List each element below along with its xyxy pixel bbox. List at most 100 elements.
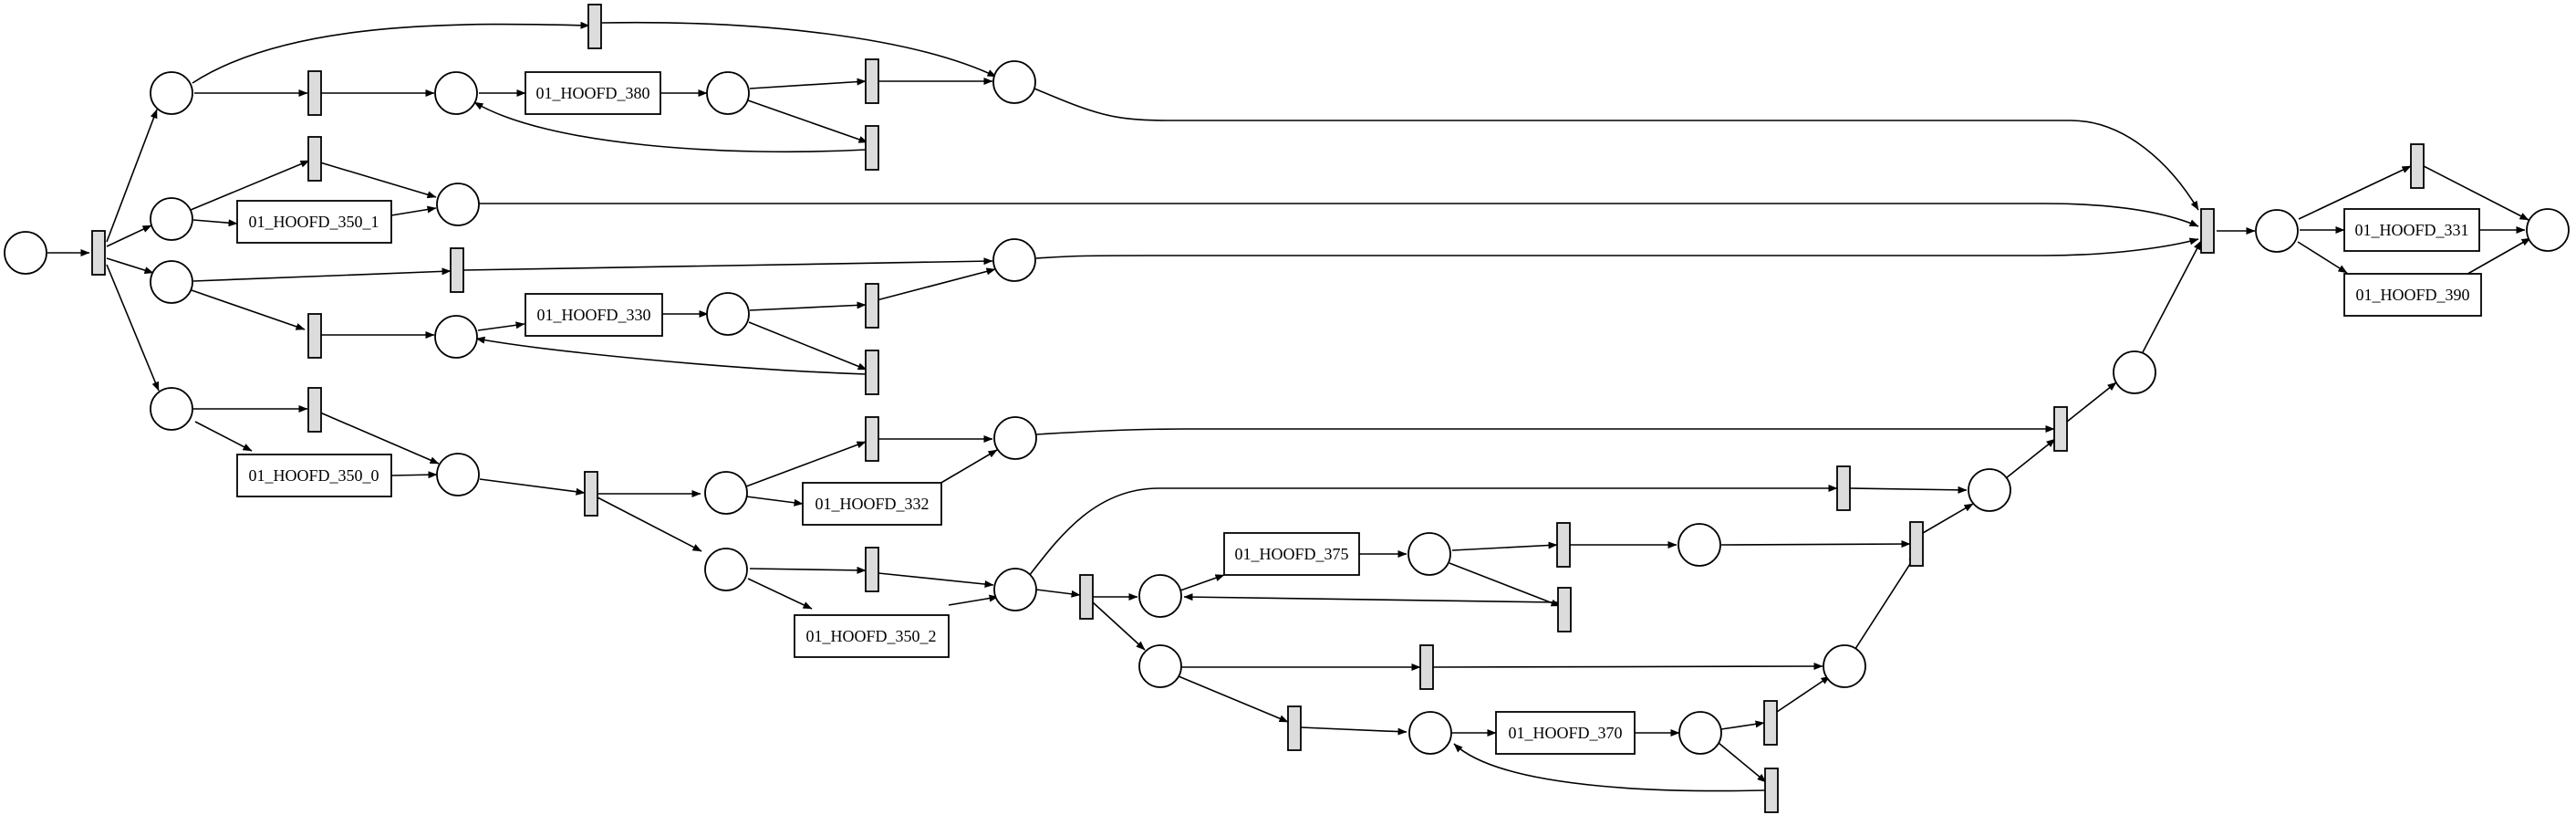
task-label: 01_HOOFD_331 — [2354, 221, 2468, 239]
arc — [1034, 88, 2199, 211]
task-box — [1495, 711, 1636, 755]
place — [434, 315, 478, 359]
end-place — [2526, 208, 2570, 252]
arc — [475, 336, 867, 375]
place — [150, 71, 193, 115]
place — [993, 568, 1037, 611]
task-01-hoofd-332: 01_HOOFD_332 — [802, 482, 942, 526]
silent-transition — [584, 471, 598, 517]
silent-transition — [865, 283, 879, 329]
arc — [747, 578, 813, 610]
task-01-hoofd-331: 01_HOOFD_331 — [2343, 208, 2480, 252]
arc — [2142, 240, 2202, 353]
arc — [319, 162, 437, 199]
place — [1407, 532, 1451, 576]
silent-transition — [1287, 705, 1302, 751]
silent-transition — [450, 247, 464, 293]
silent-transition — [1764, 768, 1779, 813]
place — [2255, 209, 2299, 253]
task-01-hoofd-350-0: 01_HOOFD_350_0 — [236, 454, 392, 497]
task-box — [2343, 273, 2482, 317]
place — [706, 292, 750, 336]
arc — [1028, 485, 1838, 577]
arc — [1720, 720, 1765, 730]
arcs — [47, 21, 2531, 792]
task-box — [1223, 532, 1360, 576]
place — [150, 387, 193, 431]
arc — [479, 478, 586, 496]
silent-transition — [865, 350, 879, 395]
silent-transition — [307, 313, 322, 359]
task-box — [802, 482, 942, 526]
task-01-hoofd-380: 01_HOOFD_380 — [525, 71, 661, 115]
arc — [1300, 726, 1407, 736]
place — [704, 548, 748, 591]
place — [1678, 711, 1722, 755]
silent-transition — [587, 4, 602, 49]
arc — [1718, 742, 1767, 783]
task-box — [525, 71, 661, 115]
task-01-hoofd-330: 01_HOOFD_330 — [525, 293, 663, 337]
arc — [939, 449, 998, 485]
arc — [192, 267, 452, 282]
arc — [601, 21, 997, 78]
arc — [1179, 574, 1225, 591]
task-box — [236, 454, 392, 497]
task-transitions: 01_HOOFD_380 01_HOOFD_350_1 01_HOOFD_330… — [236, 71, 2482, 755]
arc — [1449, 562, 1561, 607]
start-place — [4, 231, 47, 275]
arc — [1183, 593, 1559, 603]
task-box — [525, 293, 663, 337]
arc — [2462, 237, 2531, 277]
place — [1408, 711, 1452, 755]
place — [1968, 468, 2011, 512]
silent-transition — [307, 387, 322, 433]
arc — [745, 441, 867, 487]
arc — [1849, 486, 1968, 494]
task-01-hoofd-375: 01_HOOFD_375 — [1223, 532, 1360, 576]
arc — [597, 496, 702, 552]
silent-transitions — [91, 4, 2425, 813]
task-label: 01_HOOFD_332 — [815, 495, 929, 513]
arc — [1035, 589, 1081, 598]
arc — [2005, 438, 2056, 479]
silent-transition — [1763, 700, 1778, 746]
task-label: 01_HOOFD_330 — [536, 306, 650, 324]
silent-transition — [865, 547, 879, 592]
silent-transition — [865, 125, 879, 171]
arc — [2066, 381, 2117, 423]
silent-transition — [865, 58, 879, 104]
silent-transition — [865, 416, 879, 462]
arc — [1720, 540, 1911, 549]
arc — [106, 257, 154, 274]
arc — [190, 160, 310, 211]
arc — [2298, 165, 2412, 220]
arc — [192, 219, 238, 227]
place — [992, 60, 1036, 104]
silent-transition — [1419, 644, 1434, 690]
arc — [1922, 503, 1974, 534]
arc — [194, 421, 253, 452]
arc — [319, 412, 440, 465]
arc — [1035, 237, 2199, 259]
arc — [479, 203, 2199, 227]
task-label: 01_HOOFD_375 — [1234, 545, 1348, 563]
arc — [749, 301, 867, 311]
arc — [106, 109, 158, 243]
task-label: 01_HOOFD_350_2 — [805, 627, 936, 645]
place — [704, 471, 748, 515]
arc — [878, 572, 994, 589]
silent-transition — [1556, 522, 1571, 568]
place — [1678, 523, 1721, 567]
place — [434, 71, 478, 115]
task-01-hoofd-350-1: 01_HOOFD_350_1 — [236, 200, 392, 244]
place — [993, 416, 1037, 460]
arc — [745, 496, 804, 507]
place — [436, 453, 480, 496]
task-label: 01_HOOFD_350_1 — [248, 213, 379, 231]
place — [1138, 574, 1182, 618]
silent-transition — [307, 136, 322, 182]
arc — [876, 267, 996, 301]
silent-transition — [1909, 521, 1924, 567]
